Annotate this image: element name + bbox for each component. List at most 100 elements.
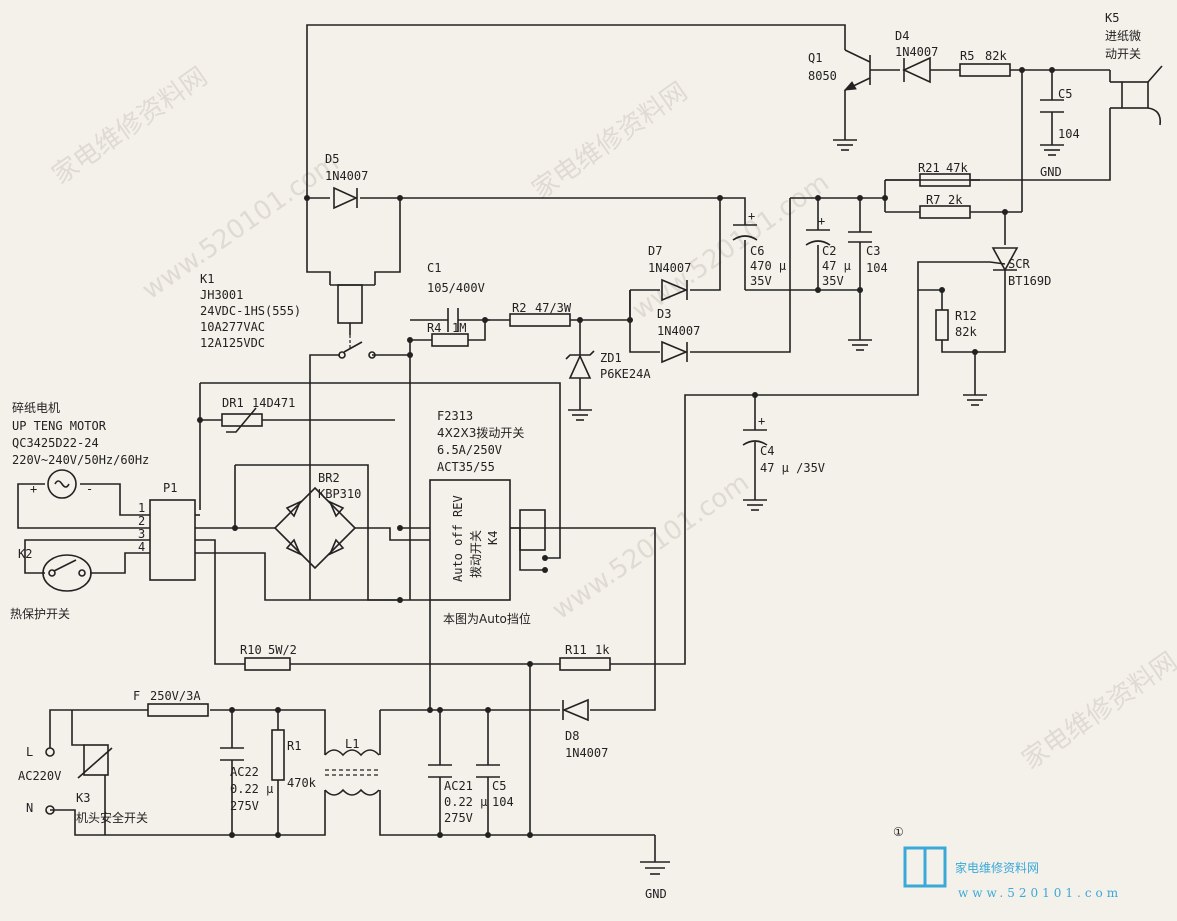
- fuse-ref: F: [133, 689, 140, 703]
- r5-resistor: [959, 63, 1011, 77]
- c5-bottom-capacitor: [476, 764, 500, 778]
- gnd-bottom-label: GND: [645, 887, 667, 901]
- r10-value: 5W/2: [268, 643, 297, 657]
- ac21-capacitor: [428, 764, 452, 778]
- d4-diode-symbol: [902, 56, 931, 84]
- k3-label: 机头安全开关: [76, 810, 148, 825]
- d7-value: 1N4007: [648, 261, 691, 275]
- ground-symbol-zd1: [568, 409, 592, 421]
- d5-value: 1N4007: [325, 169, 368, 183]
- zd1-value: P6KE24A: [600, 367, 651, 381]
- q1-ref: Q1: [808, 51, 822, 65]
- k1-line4: 12A125VDC: [200, 336, 265, 350]
- terminal-n-label: N: [26, 801, 33, 815]
- c5-top-capacitor: [1040, 99, 1064, 113]
- svg-text:+: +: [748, 209, 755, 223]
- terminal-n: [45, 805, 55, 815]
- k4-note: 本图为Auto挡位: [443, 611, 531, 626]
- c6-voltage: 35V: [750, 274, 772, 288]
- d8-ref: D8: [565, 729, 579, 743]
- watermark-cn: 家电维修资料网: [47, 62, 213, 191]
- c2-voltage: 35V: [822, 274, 844, 288]
- p1-ref: P1: [163, 481, 177, 495]
- c2-capacitor: +: [805, 214, 831, 246]
- ac21-voltage: 275V: [444, 811, 473, 825]
- fuse-value: 250V/3A: [150, 689, 201, 703]
- scr-symbol: [989, 247, 1019, 272]
- zd1-ref: ZD1: [600, 351, 622, 365]
- ac22-ref: AC22: [230, 765, 259, 779]
- c3-ref: C3: [866, 244, 880, 258]
- c3-capacitor: [848, 231, 872, 243]
- k3-ref: K3: [76, 791, 90, 805]
- ac22-value: 0.22 μ: [230, 782, 273, 796]
- watermark-cn: 家电维修资料网: [527, 77, 693, 206]
- k4-switch-block: [397, 479, 548, 601]
- c1-capacitor: [447, 308, 459, 332]
- c5-bottom-value: 104: [492, 795, 514, 809]
- junctions: [197, 67, 1055, 838]
- q1-value: 8050: [808, 69, 837, 83]
- c6-value: 470 μ: [750, 259, 786, 273]
- r11-resistor: [559, 657, 611, 671]
- r5-ref: R5: [960, 49, 974, 63]
- ground-symbol-c3: [848, 339, 872, 351]
- k3-switch-symbol: [71, 710, 113, 779]
- c4-ref: C4: [760, 444, 774, 458]
- k5-label-2: 动开关: [1105, 47, 1141, 61]
- k2-label: 热保护开关: [10, 607, 70, 621]
- r1-value: 470k: [287, 776, 317, 790]
- k4-line1: Auto off REV: [451, 495, 465, 582]
- ac21-ref: AC21: [444, 779, 473, 793]
- f2313-line1: F2313: [437, 409, 473, 423]
- r21-value: 47k: [946, 161, 968, 175]
- r4-resistor: [431, 333, 469, 347]
- br2-value: KBP310: [318, 487, 361, 501]
- c5-top-ref: C5: [1058, 87, 1072, 101]
- terminal-l-label: L: [26, 745, 33, 759]
- d3-value: 1N4007: [657, 324, 700, 338]
- p1-pin-4: 4: [138, 540, 145, 554]
- motor-minus: -: [86, 482, 93, 496]
- r10-resistor: [244, 657, 291, 671]
- r1-resistor: [271, 729, 285, 781]
- r7-resistor: [919, 205, 971, 219]
- c6-capacitor: +: [732, 209, 758, 241]
- r21-resistor: [919, 173, 971, 187]
- d5-ref: D5: [325, 152, 339, 166]
- scr-ref: SCR: [1008, 257, 1030, 271]
- c2-ref: C2: [822, 244, 836, 258]
- r2-value: 47/3W: [535, 301, 572, 315]
- watermark-cn: 家电维修资料网: [1017, 647, 1177, 776]
- ground-symbol-q1: [833, 139, 857, 151]
- f2313-line4: ACT35/55: [437, 460, 495, 474]
- k5-switch-symbol: [1110, 65, 1163, 126]
- wires: [17, 24, 1111, 862]
- labels: Q1 8050 D4 1N4007 R5 82k K5 进纸微 动开关 C5 1…: [10, 11, 1141, 901]
- r11-value: 1k: [595, 643, 610, 657]
- r10-ref: R10: [240, 643, 262, 657]
- dr1-varistor-symbol: [221, 407, 263, 433]
- ground-symbol-c4: [743, 499, 767, 511]
- dr1-value: 14D471: [252, 396, 295, 410]
- motor-label-2: UP TENG MOTOR: [12, 419, 107, 433]
- p1-pin-1: 1: [138, 501, 145, 515]
- d5-diode-symbol: [333, 186, 358, 210]
- r4-ref: R4: [427, 321, 441, 335]
- f2313-line3: 6.5A/250V: [437, 443, 502, 457]
- watermark-url: www.520101.com: [547, 468, 755, 626]
- r2-ref: R2: [512, 301, 526, 315]
- k2-switch-symbol: [42, 554, 92, 592]
- r7-ref: R7: [926, 193, 940, 207]
- c5-top-value: 104: [1058, 127, 1080, 141]
- c4-capacitor: +: [742, 414, 768, 446]
- ac22-capacitor: [220, 747, 244, 761]
- motor-label-3: QC3425D22-24: [12, 436, 99, 450]
- k1-ref: K1: [200, 272, 214, 286]
- c2-value: 47 μ: [822, 259, 851, 273]
- motor-plus: +: [30, 482, 37, 496]
- k4-line3: K4: [486, 531, 500, 545]
- ac22-voltage: 275V: [230, 799, 259, 813]
- logo-text-url: www.520101.com: [958, 886, 1122, 900]
